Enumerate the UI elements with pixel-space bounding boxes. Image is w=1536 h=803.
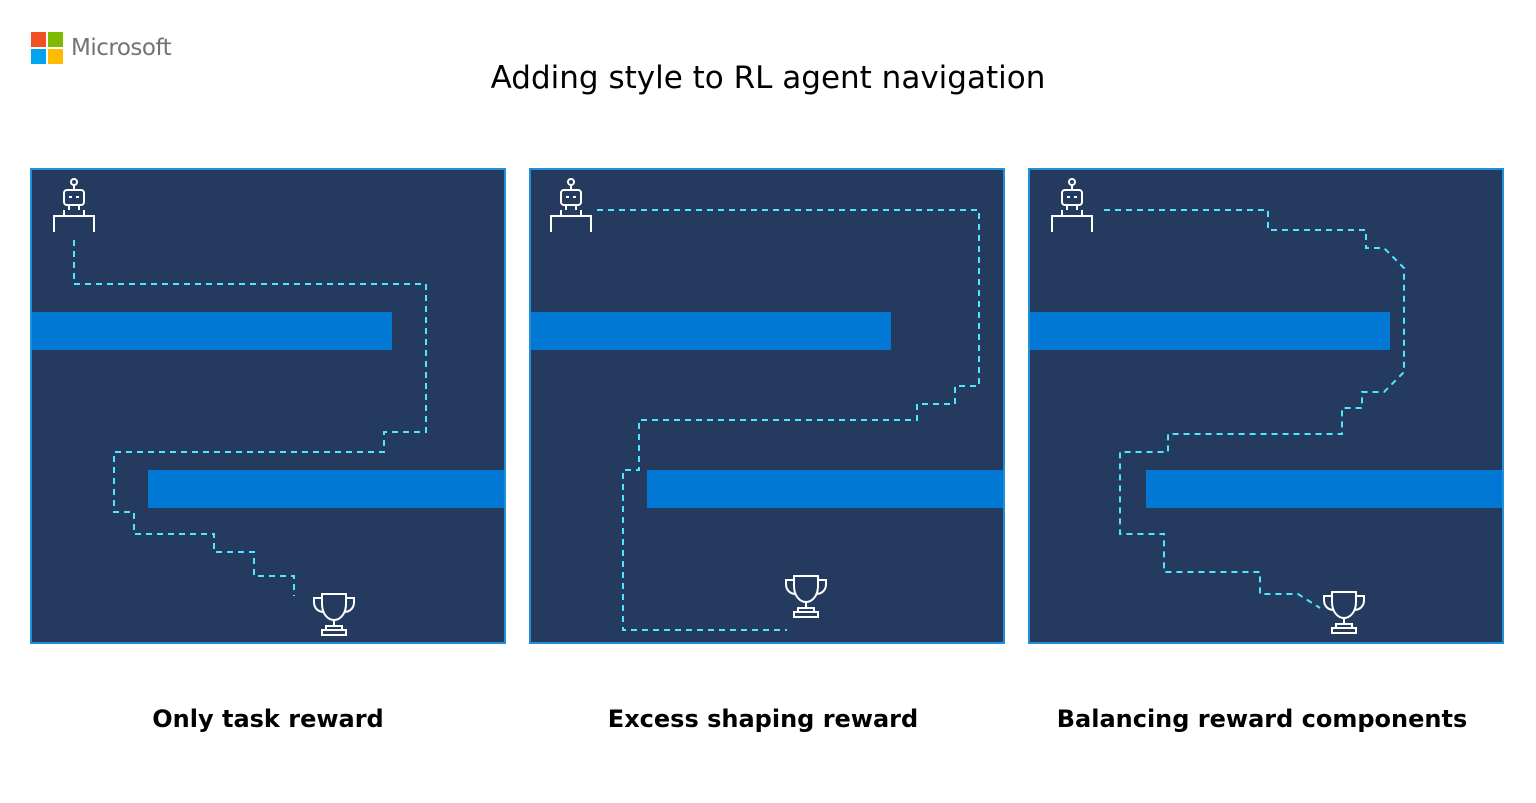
maze-panel-balanced	[1028, 168, 1504, 644]
maze-panel-excess-shaping	[529, 168, 1005, 644]
maze-wall-lower	[647, 470, 1003, 508]
panel-caption: Excess shaping reward	[607, 705, 919, 733]
robot-icon	[1051, 178, 1093, 232]
trophy-icon	[785, 575, 827, 618]
maze-diagram	[32, 178, 504, 636]
maze-wall-upper	[531, 312, 891, 350]
robot-icon	[53, 178, 95, 232]
maze-wall-upper	[32, 312, 392, 350]
maze-diagram	[1030, 178, 1502, 634]
panel-caption: Only task reward	[152, 705, 384, 733]
trophy-icon	[1323, 591, 1365, 634]
maze-wall-lower	[148, 470, 504, 508]
robot-icon	[550, 178, 592, 232]
trophy-icon	[313, 593, 355, 636]
maze-diagram	[531, 178, 1003, 631]
maze-wall-upper	[1030, 312, 1390, 350]
maze-wall-lower	[1146, 470, 1502, 508]
panel-caption: Balancing reward components	[1056, 705, 1468, 733]
agent-path	[73, 240, 427, 596]
microsoft-logo-icon	[31, 32, 63, 64]
brand-name: Microsoft	[71, 35, 172, 61]
agent-path	[1104, 209, 1405, 609]
page-title: Adding style to RL agent navigation	[490, 60, 1046, 96]
microsoft-logo: Microsoft	[31, 32, 172, 64]
agent-path	[597, 209, 980, 631]
maze-panel-task-reward	[30, 168, 506, 644]
